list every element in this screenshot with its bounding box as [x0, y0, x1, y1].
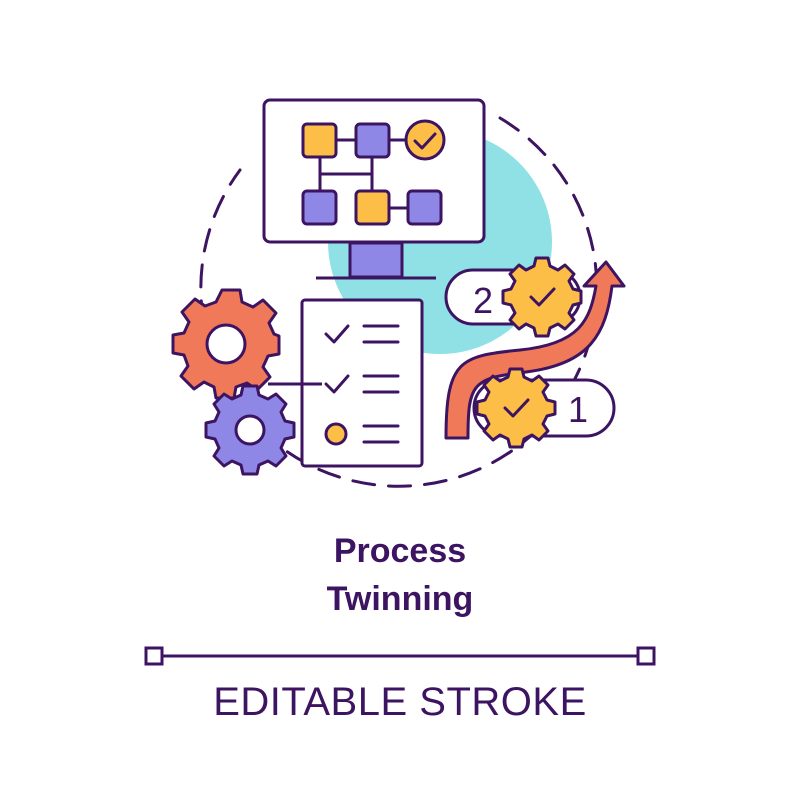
monitor-flowchart-icon: [262, 98, 486, 244]
concept-title-line1: Process: [333, 532, 467, 570]
badge-number-lower: 1: [568, 389, 588, 430]
stroke-handle-left: [144, 646, 164, 666]
concept-title-line2: Twinning: [326, 580, 474, 618]
gear-icon: [171, 288, 281, 400]
gear-icon: [204, 384, 296, 476]
stroke-handle-right: [636, 646, 656, 666]
badge-number-upper: 2: [473, 280, 493, 321]
monitor-stand-neck: [348, 241, 404, 279]
editable-stroke-label: EDITABLE STROKE: [213, 680, 587, 724]
checkmark-gear-icon: [501, 256, 583, 338]
checkmark-gear-icon: [475, 367, 557, 449]
editable-stroke-line: [144, 646, 656, 666]
